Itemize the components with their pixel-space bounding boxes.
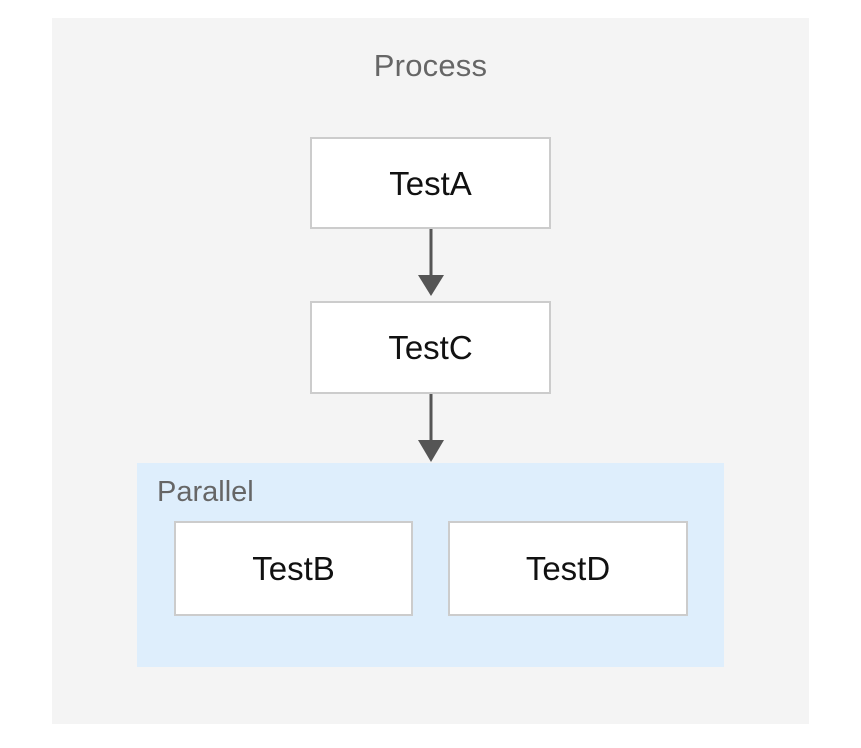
node-testc-label: TestC [388,329,473,366]
node-testa-label: TestA [389,164,472,202]
node-testc[interactable]: TestC [310,301,551,394]
node-testd[interactable]: TestD [448,521,688,616]
node-testb[interactable]: TestB [174,521,413,616]
node-testd-label: TestD [525,550,611,587]
node-testb-label: TestB [252,550,335,587]
cluster-process[interactable]: Process TestA TestC Parallel TestB TestD [52,18,809,724]
cluster-process-label: Process [373,48,488,83]
cluster-parallel[interactable]: Parallel TestB TestD [137,463,724,667]
node-testa[interactable]: TestA [310,137,551,229]
cluster-parallel-label: Parallel [157,476,254,508]
